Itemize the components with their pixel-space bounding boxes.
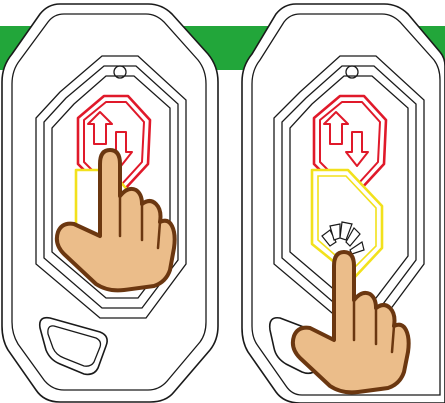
left-remote: [2, 4, 218, 402]
right-remote: [242, 4, 445, 403]
